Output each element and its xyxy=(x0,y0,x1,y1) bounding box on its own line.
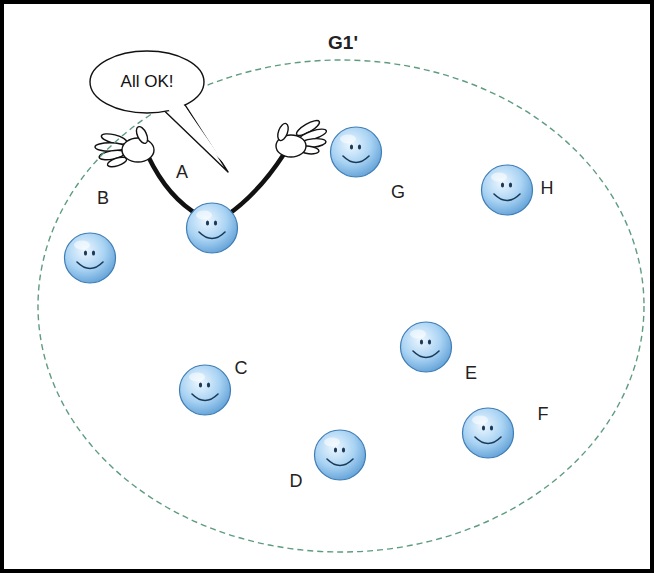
face-eye xyxy=(482,425,485,430)
face-circle xyxy=(315,430,366,480)
face-eye xyxy=(428,339,431,344)
node-letter: C xyxy=(235,358,248,378)
face-eye xyxy=(199,382,202,387)
node-letter: F xyxy=(538,404,549,424)
group-label-box: G1' xyxy=(328,32,358,54)
group-region: All OK!ABGHCEDFG1' xyxy=(36,58,646,554)
group-outline xyxy=(38,60,644,552)
left-glove xyxy=(95,125,154,169)
node-label-box: B xyxy=(97,188,109,209)
node-label-box: H xyxy=(541,178,554,199)
face-eye xyxy=(214,220,217,225)
face-circle xyxy=(65,233,116,283)
member-node: D xyxy=(313,428,367,482)
face-circle xyxy=(331,127,382,177)
node-letter: D xyxy=(290,471,303,491)
node-label-box: F xyxy=(538,404,549,425)
smiley-face xyxy=(399,320,453,374)
speech-bubble: All OK! xyxy=(89,50,205,114)
face-eye xyxy=(84,250,87,255)
face-eye xyxy=(501,182,504,187)
face-eye xyxy=(490,425,493,430)
face-eye xyxy=(206,220,209,225)
left-arm xyxy=(148,156,200,216)
face-circle xyxy=(463,408,514,458)
face-highlight xyxy=(410,330,426,339)
bubble-body xyxy=(90,51,204,113)
face-smile xyxy=(77,262,103,269)
smiley-face xyxy=(461,406,515,460)
right-arm xyxy=(226,154,284,216)
smiley-face xyxy=(480,163,534,217)
smiley-face xyxy=(313,428,367,482)
face-eye xyxy=(358,144,361,149)
member-node: A xyxy=(185,201,239,255)
face-smile xyxy=(192,394,218,401)
node-label-box: D xyxy=(290,471,303,492)
face-circle xyxy=(187,203,238,253)
face-eye xyxy=(509,182,512,187)
face-circle xyxy=(180,365,231,415)
node-letter: A xyxy=(176,162,188,182)
node-label-box: C xyxy=(235,358,248,379)
node-label-box: E xyxy=(465,363,477,384)
smiley-face xyxy=(185,201,239,255)
face-eye xyxy=(350,144,353,149)
node-letter: G xyxy=(391,182,405,202)
node-label-box: G xyxy=(391,182,405,203)
face-eye xyxy=(207,382,210,387)
member-node: H xyxy=(480,163,534,217)
face-smile xyxy=(475,437,501,444)
member-node: F xyxy=(461,406,515,460)
face-smile xyxy=(413,351,439,358)
face-smile xyxy=(343,156,369,163)
face-smile xyxy=(494,194,520,201)
group-label: G1' xyxy=(328,32,358,53)
smiley-face xyxy=(63,231,117,285)
face-highlight xyxy=(324,438,340,447)
face-highlight xyxy=(74,241,90,250)
face-eye xyxy=(342,447,345,452)
node-letter: E xyxy=(465,363,477,383)
face-highlight xyxy=(340,135,356,144)
node-label-box: A xyxy=(176,162,188,183)
smiley-face xyxy=(178,363,232,417)
face-highlight xyxy=(196,211,212,220)
face-smile xyxy=(327,459,353,466)
node-letter: B xyxy=(97,188,109,208)
face-highlight xyxy=(189,373,205,382)
face-highlight xyxy=(472,416,488,425)
smiley-face xyxy=(329,125,383,179)
face-circle xyxy=(482,165,533,215)
face-smile xyxy=(199,232,225,239)
face-eye xyxy=(92,250,95,255)
right-glove xyxy=(276,118,328,157)
member-node: G xyxy=(329,125,383,179)
face-circle xyxy=(401,322,452,372)
face-eye xyxy=(420,339,423,344)
member-node: E xyxy=(399,320,453,374)
member-node: C xyxy=(178,363,232,417)
bubble-text: All OK! xyxy=(121,72,174,92)
face-eye xyxy=(334,447,337,452)
bubble-join xyxy=(163,99,225,164)
member-node: B xyxy=(63,231,117,285)
face-highlight xyxy=(491,173,507,182)
node-letter: H xyxy=(541,178,554,198)
